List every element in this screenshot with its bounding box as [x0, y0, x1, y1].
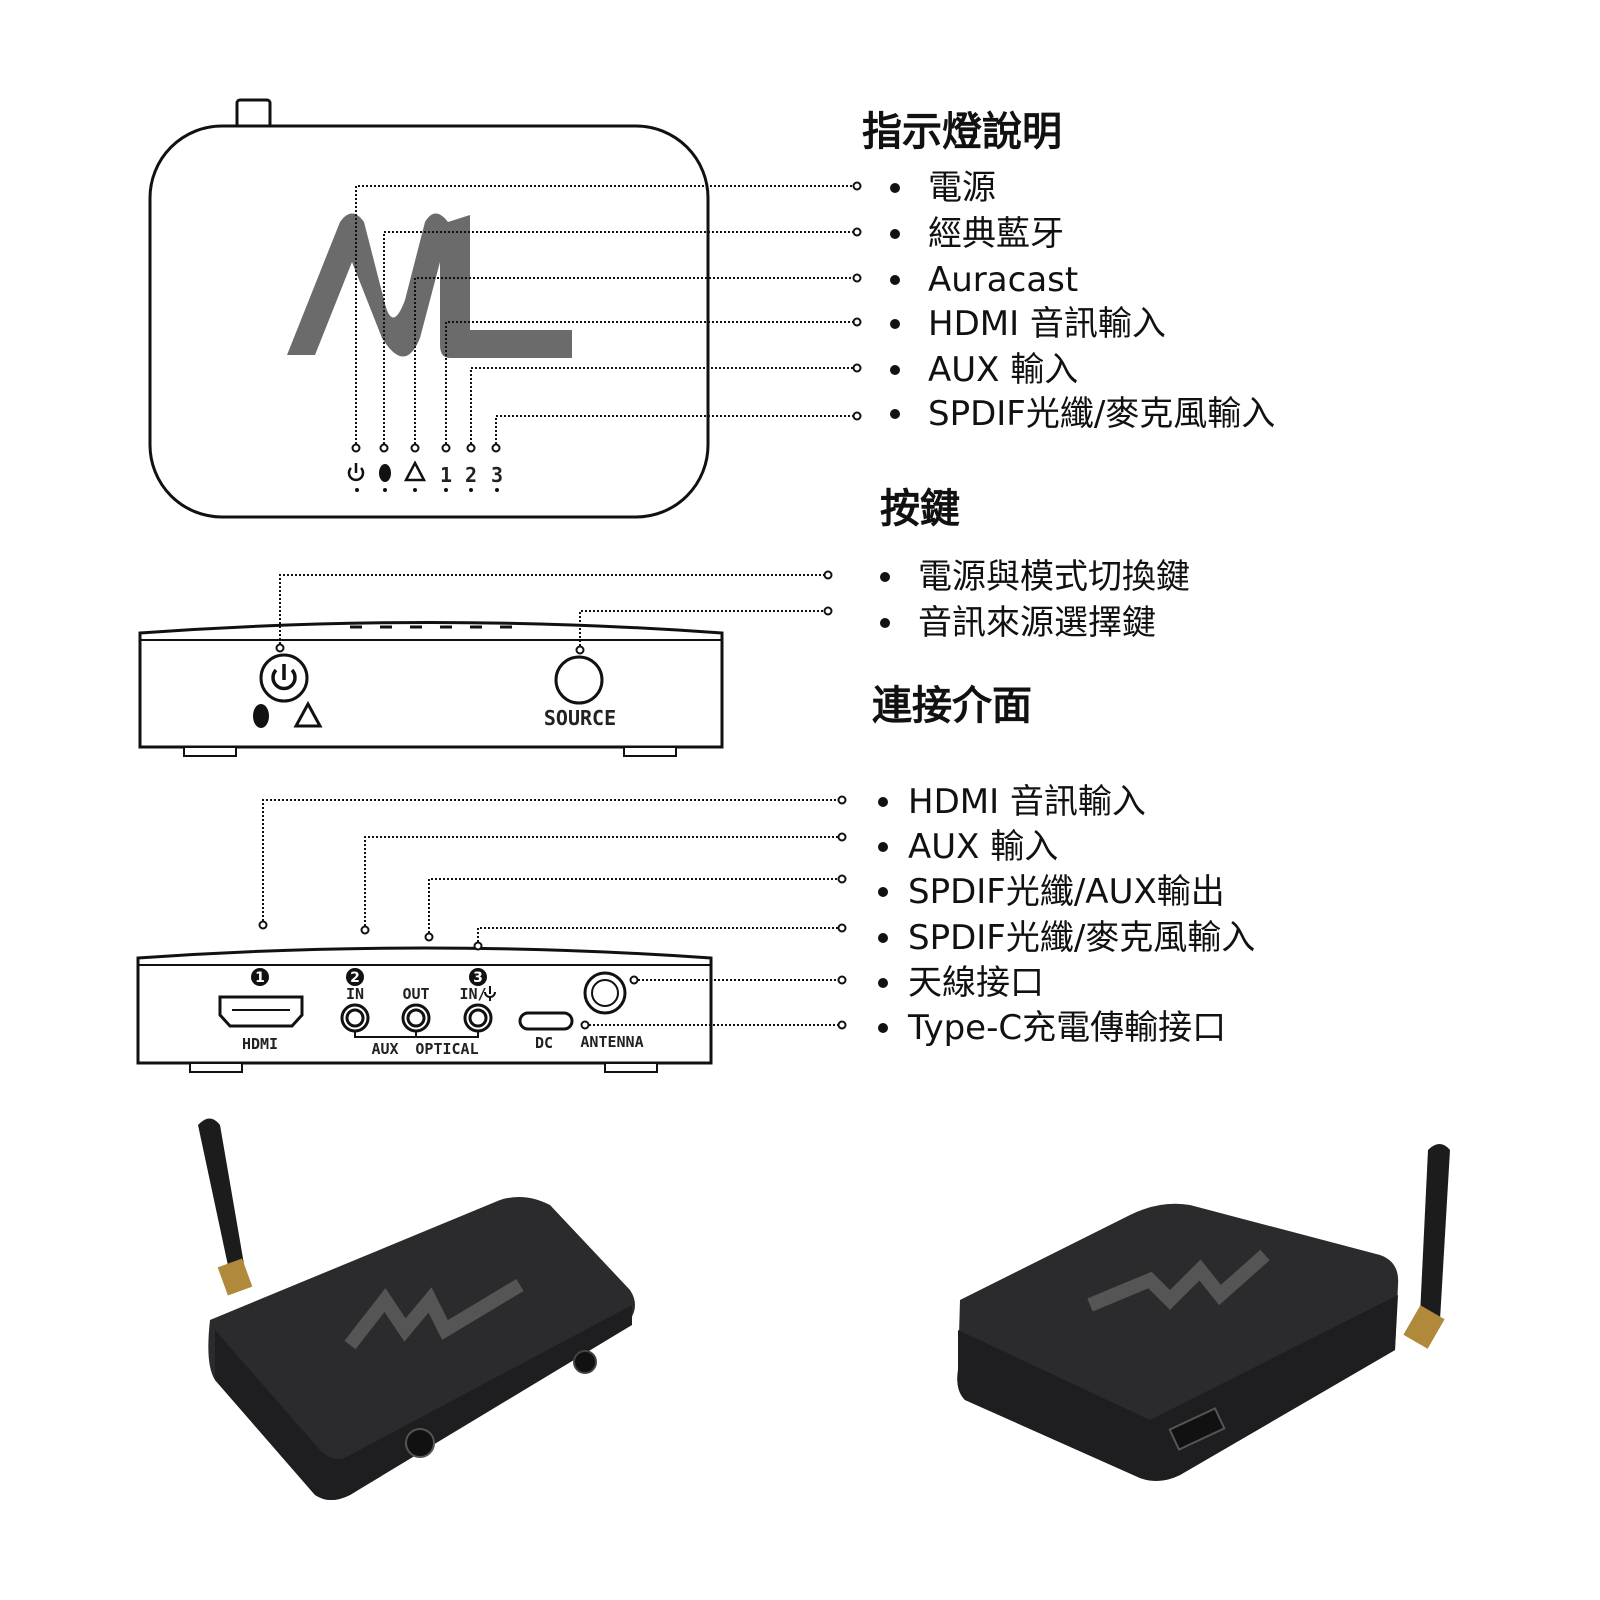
indicator-list: 電源 經典藍牙 Auracast HDMI 音訊輸入 AUX 輸入 SPDIF光… — [890, 168, 1275, 434]
product-photo-back — [957, 1144, 1450, 1481]
ports-title: 連接介面 — [872, 683, 1032, 729]
bluetooth-icon — [253, 704, 269, 728]
aux-out-label: OUT — [402, 985, 429, 1003]
buttons-title: 按鍵 — [880, 486, 960, 532]
source-button[interactable] — [554, 655, 604, 705]
led-1-label: 1 — [440, 463, 452, 487]
led-2-label: 2 — [465, 463, 477, 487]
optical-label: OPTICAL — [415, 1040, 478, 1058]
power-button[interactable] — [259, 653, 309, 703]
port-number-2: 2 — [350, 970, 360, 986]
brand-logo — [287, 213, 572, 358]
indicator-item: Auracast — [928, 260, 1078, 300]
led-auracast-icon — [403, 460, 427, 482]
indicator-leader-lines — [351, 181, 862, 453]
indicator-item: AUX 輸入 — [928, 350, 1078, 390]
button-leader-lines — [275, 570, 833, 655]
indicator-item: 電源 — [928, 168, 996, 208]
port-item: 天線接口 — [908, 963, 1044, 1003]
port-item: SPDIF光纖/麥克風輸入 — [908, 918, 1255, 958]
indicator-item: SPDIF光纖/麥克風輸入 — [928, 394, 1275, 434]
port-item: HDMI 音訊輸入 — [908, 782, 1146, 822]
optical-in-mic-label: IN/ — [459, 985, 486, 1003]
power-icon — [271, 668, 297, 691]
led-power-icon — [347, 463, 365, 482]
port-leader-lines — [258, 795, 847, 1030]
indicator-item: HDMI 音訊輸入 — [928, 304, 1166, 344]
hdmi-port — [218, 995, 304, 1028]
auracast-icon — [293, 700, 323, 728]
product-photo-front — [198, 1118, 636, 1500]
indicator-item: 經典藍牙 — [928, 214, 1064, 254]
button-item: 電源與模式切換鍵 — [918, 557, 1190, 597]
mic-icon — [484, 986, 496, 1001]
antenna-label: ANTENNA — [580, 1033, 643, 1051]
back-view-device: 1 2 3 HDMI IN OUT IN/ AUX OPTICAL DC ANT… — [136, 946, 713, 1073]
hdmi-label: HDMI — [242, 1035, 278, 1053]
port-item: AUX 輸入 — [908, 827, 1058, 867]
port-item: Type-C充電傳輸接口 — [907, 1008, 1226, 1048]
indicators-title: 指示燈說明 — [862, 109, 1062, 155]
port-number-3: 3 — [473, 970, 483, 986]
front-view-device: SOURCE — [138, 621, 724, 757]
port-number-1: 1 — [255, 970, 265, 986]
led-bluetooth-icon — [379, 464, 391, 482]
dc-label: DC — [535, 1034, 553, 1052]
button-item: 音訊來源選擇鍵 — [918, 603, 1156, 643]
source-label: SOURCE — [544, 706, 616, 730]
top-view-device: 1 2 3 — [148, 98, 710, 519]
usb-c-port — [518, 1011, 574, 1031]
port-item: SPDIF光纖/AUX輸出 — [908, 872, 1225, 912]
led-3-label: 3 — [491, 463, 503, 487]
aux-label: AUX — [371, 1040, 398, 1058]
aux-in-label: IN — [346, 985, 364, 1003]
